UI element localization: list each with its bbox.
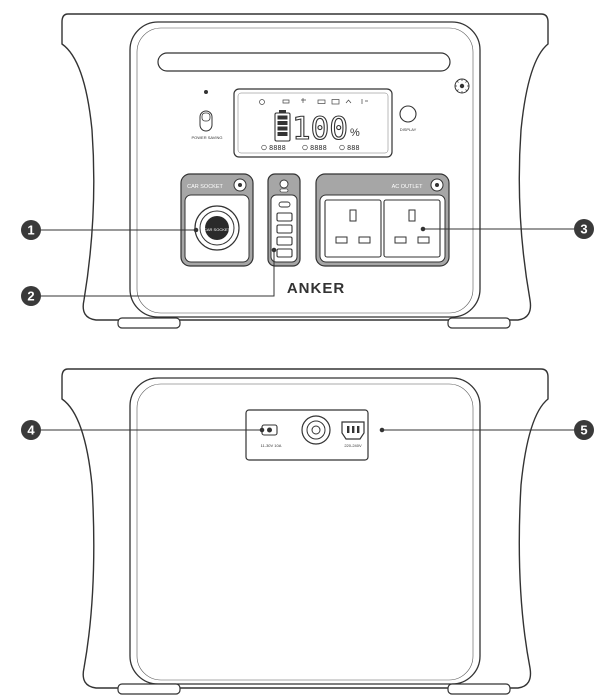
brand-logo-text: ANKER (287, 280, 345, 297)
lcd-output-readout: 8888 (310, 144, 327, 152)
callout-number: 3 (580, 222, 587, 237)
lcd-percent-unit: % (350, 127, 360, 139)
usb-a-port-4[interactable] (276, 248, 293, 258)
battery-level-icon (274, 110, 291, 142)
rear-port-panel (245, 409, 369, 461)
fan-icon (259, 99, 265, 105)
usb-a-port-2[interactable] (276, 224, 293, 234)
wifi-icon (345, 99, 352, 104)
callout-number: 1 (27, 223, 34, 238)
ac-input-label: 220-240V (344, 443, 362, 448)
usb-output-icon (301, 98, 306, 103)
front-foot-left (117, 317, 181, 329)
lcd-percent-value: 100 (292, 111, 348, 147)
battery-small-icon (317, 99, 326, 104)
front-view: POWER SAVING (61, 13, 549, 329)
car-socket-port[interactable] (194, 205, 240, 251)
display-button-label: DISPLAY (400, 127, 417, 132)
lcd-status-icons (259, 98, 368, 105)
ac-input-port[interactable] (341, 421, 365, 440)
usb-c-port-icon[interactable] (278, 201, 291, 208)
callout-number: 4 (27, 423, 35, 438)
callout-lines (40, 226, 574, 433)
callout-badge-1: 1 (21, 220, 41, 240)
car-socket-module (180, 173, 254, 267)
callout-badge-3: 3 (574, 219, 594, 239)
back-view: 11-30V 10A 220-240V (61, 368, 549, 695)
usb-module (267, 173, 301, 267)
back-foot-right (447, 683, 511, 695)
lcd-time-readout: 888 (347, 144, 360, 152)
lcd-screen: 100 % 8888 8888 888 (233, 88, 393, 158)
callout-badge-4: 4 (21, 420, 41, 440)
ac-output-icon (331, 99, 340, 105)
handle-slot (157, 52, 451, 72)
back-foot-left (117, 683, 181, 695)
dc-input-label: 11-30V 10A (261, 443, 282, 448)
power-saving-label: POWER SAVING (191, 135, 222, 140)
callout-number: 2 (27, 289, 34, 304)
ac-outlet-label: AC OUTLET (392, 184, 424, 190)
ac-outlet-module (315, 173, 450, 267)
callout-badge-2: 2 (21, 286, 41, 306)
usb-a-port-1[interactable] (276, 212, 293, 222)
lcd-input-readout: 8888 (269, 144, 286, 152)
temperature-icon (361, 99, 368, 104)
round-input-port[interactable] (301, 415, 331, 445)
light-icon[interactable] (454, 78, 470, 94)
ac-outlet-power-button[interactable] (430, 178, 444, 192)
display-button[interactable] (399, 105, 417, 123)
car-socket-label: CAR SOCKET (187, 184, 223, 190)
back-inner-panel (129, 377, 481, 685)
usb-a-port-3[interactable] (276, 236, 293, 246)
input-icon (261, 144, 267, 151)
car-output-icon (282, 99, 290, 104)
front-foot-right (447, 317, 511, 329)
usb-power-button[interactable] (279, 179, 289, 193)
car-socket-power-button[interactable] (233, 178, 247, 192)
output-icon (302, 144, 308, 151)
power-saving-switch[interactable] (199, 90, 213, 132)
callout-number: 5 (580, 423, 587, 438)
leader-line-2 (40, 250, 275, 297)
callout-badge-5: 5 (574, 420, 594, 440)
car-socket-plug-label: CAR SOCKET (204, 227, 231, 232)
clock-icon (339, 144, 345, 151)
indicator-dot-icon (204, 90, 208, 94)
uk-socket-left[interactable] (324, 199, 382, 258)
